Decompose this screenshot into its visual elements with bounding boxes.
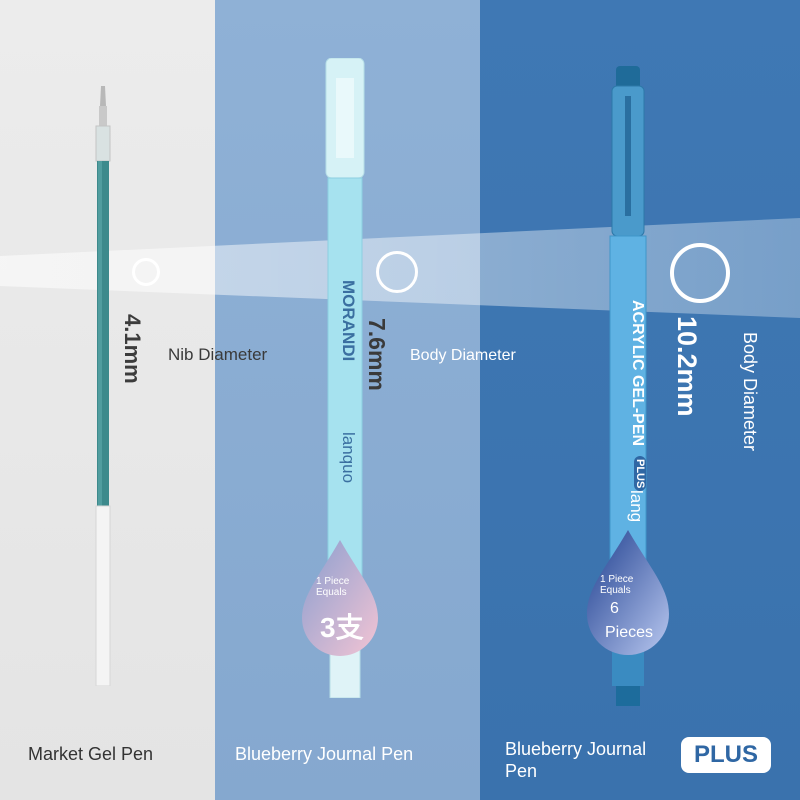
drop-value-journal-pen: 3支 xyxy=(320,612,364,643)
drop-text-journal-pen: 1 Piece Equals xyxy=(316,576,350,598)
drop-value-journal-pen-plus: 6 xyxy=(610,600,619,617)
body-diameter-label-journal-pen: Body Diameter xyxy=(410,347,516,364)
caption-journal-pen: Blueberry Journal Pen xyxy=(235,744,414,764)
journal-pen-plus-brand: lang xyxy=(627,490,646,523)
drop-unit-journal-pen-plus: Pieces xyxy=(605,624,654,641)
dimension-journal-pen-plus: 10.2mm xyxy=(672,316,702,417)
caption-journal-pen-plus: Blueberry Journal Pen xyxy=(505,739,647,781)
drop-badge-journal-pen xyxy=(302,540,378,656)
journal-pen-plus-print: ACRYLIC GEL-PEN xyxy=(629,300,646,447)
journal-pen-brand: lanquo xyxy=(339,432,358,484)
body-diameter-label-journal-pen-plus: Body Diameter xyxy=(740,332,760,452)
drop-text-journal-pen-plus: 1 Piece Equals xyxy=(600,574,634,596)
nib-diameter-label: Nib Diameter xyxy=(168,345,268,364)
journal-pen-print: MORANDI xyxy=(339,280,358,362)
body-diameter-circle-journal-pen xyxy=(376,251,418,293)
drop-badge-journal-pen-plus xyxy=(587,530,669,655)
dimension-market-gel-pen: 4.1mm xyxy=(120,314,145,384)
market-gel-pen-refill xyxy=(95,86,111,686)
body-diameter-circle-journal-pen-plus xyxy=(670,243,730,303)
plus-badge: PLUS xyxy=(681,737,771,773)
caption-market-gel-pen: Market Gel Pen xyxy=(28,744,154,764)
journal-pen-plus-badge: PLUS xyxy=(634,456,646,492)
nib-diameter-circle xyxy=(132,258,160,286)
dimension-journal-pen: 7.6mm xyxy=(364,318,390,391)
